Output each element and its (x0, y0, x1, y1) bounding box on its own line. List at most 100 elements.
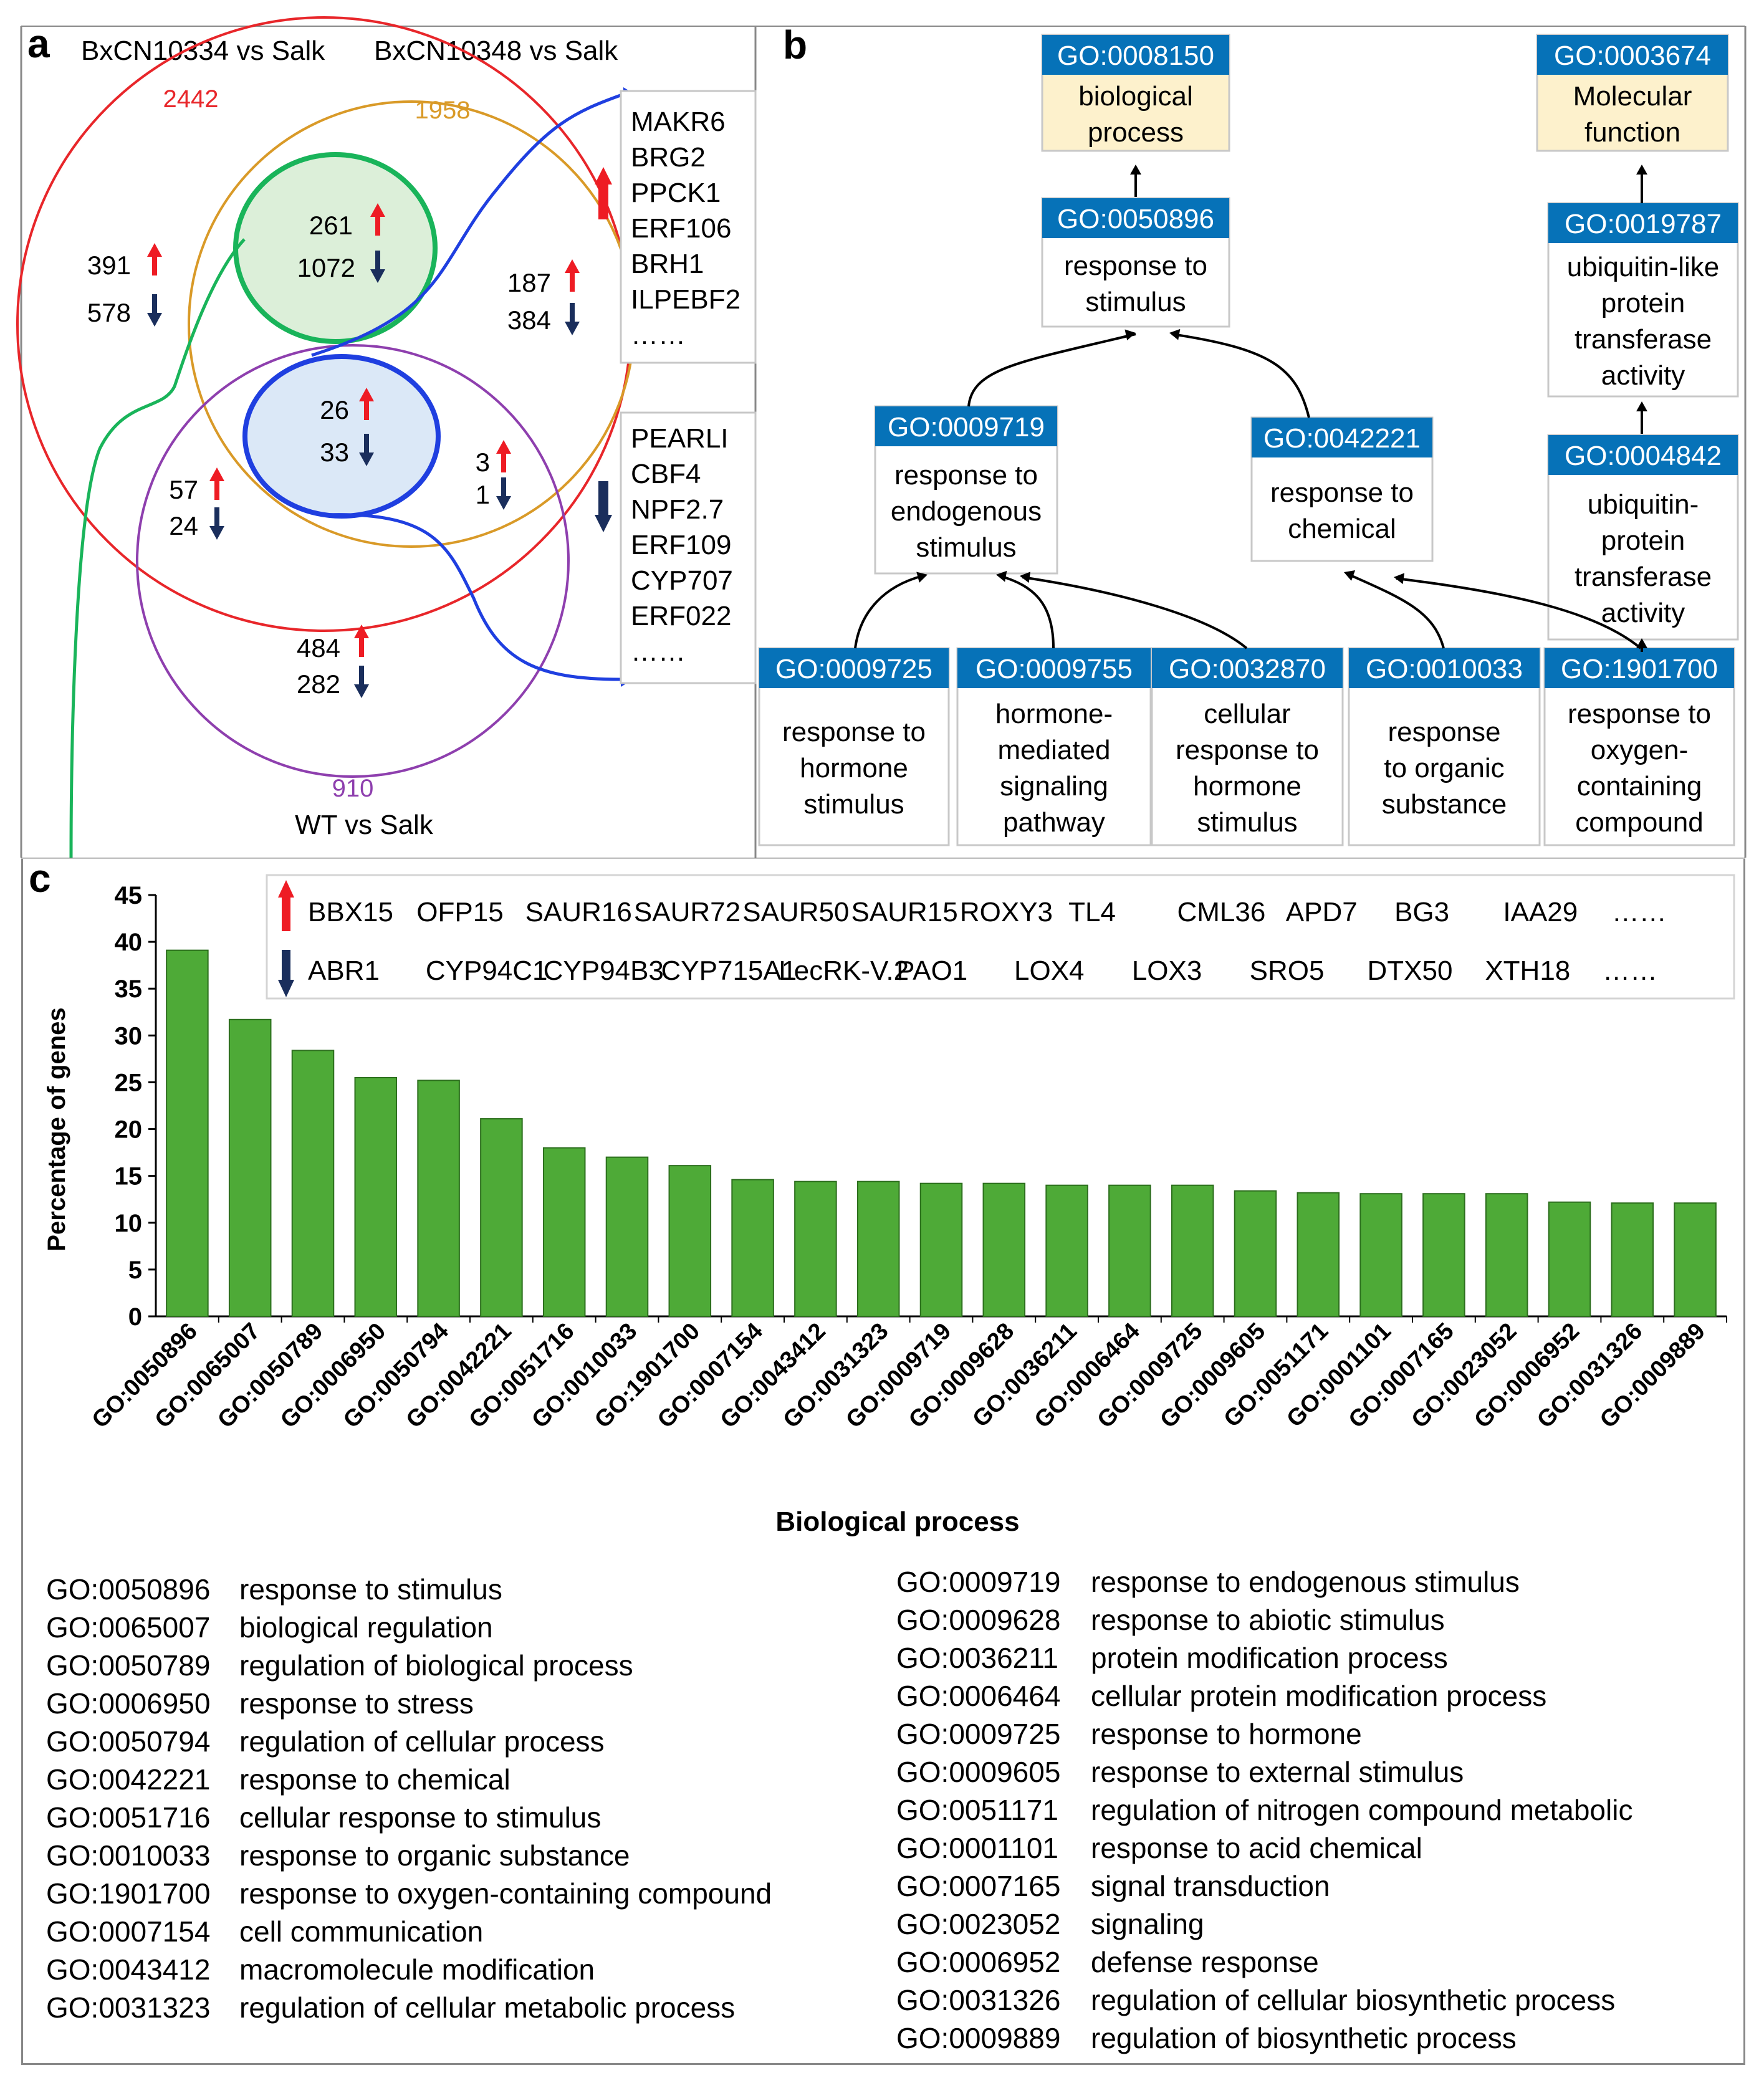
go-id: GO:0010033 (1366, 654, 1523, 684)
down-arrow-icon (147, 294, 162, 327)
go-description-id: GO:0043412 (46, 1953, 211, 1986)
legend-gene: IAA29 (1503, 897, 1578, 927)
go-description-id: GO:0051171 (896, 1794, 1059, 1826)
go-term-line: process (1088, 117, 1184, 148)
go-term-line: response (1388, 717, 1500, 747)
go-description-id: GO:0042221 (46, 1763, 211, 1796)
bar-GO-0001101 (1359, 1193, 1402, 1317)
y-tick-label: 45 (115, 882, 143, 909)
legend-up-arrow-icon (278, 880, 294, 931)
bar-GO-0023052 (1485, 1193, 1528, 1317)
go-description-text: regulation of cellular process (239, 1725, 605, 1758)
count-2-3-up: 3 (476, 448, 490, 477)
bar-GO-0007165 (1422, 1193, 1465, 1317)
go-term-line: Molecular (1573, 81, 1692, 112)
go-term-line: activity (1601, 598, 1685, 628)
legend-gene: LecRK-V.2 (779, 955, 909, 986)
bar-GO-0031323 (856, 1180, 900, 1317)
count-all-down: 33 (320, 438, 349, 467)
gene-name: …… (631, 636, 686, 667)
up-arrow-icon (147, 243, 162, 275)
up-arrow-icon (209, 467, 224, 500)
count-1-2-down: 1072 (297, 253, 355, 282)
go-edge-head (1020, 572, 1031, 583)
y-tick-label: 30 (115, 1022, 143, 1050)
gene-name: BRH1 (631, 249, 704, 279)
go-edge-head (1124, 329, 1136, 341)
go-description-id: GO:0009725 (896, 1718, 1061, 1750)
legend-gene: DTX50 (1368, 955, 1453, 986)
legend-gene: …… (1612, 897, 1667, 927)
connector-panel-c (69, 238, 246, 858)
go-description-text: response to stimulus (239, 1573, 502, 1606)
bar-GO-0042221 (480, 1118, 523, 1317)
go-term-line: response to (782, 717, 926, 747)
count-1-only-up: 391 (87, 251, 131, 280)
go-description-text: regulation of cellular biosynthetic proc… (1091, 1984, 1616, 2016)
legend-gene: OFP15 (416, 897, 503, 927)
gene-name: PEARLI (631, 423, 729, 454)
bar-GO-0007154 (731, 1179, 774, 1317)
legend-gene: …… (1603, 955, 1657, 986)
go-description-id: GO:0051716 (46, 1801, 211, 1834)
go-id-header (875, 406, 1057, 446)
legend-gene: BG3 (1394, 897, 1449, 927)
go-id: GO:0004842 (1565, 441, 1722, 471)
go-description-text: cell communication (239, 1915, 484, 1948)
big-up-arrow-icon (595, 167, 612, 219)
go-term-line: signaling (1000, 771, 1108, 802)
go-id-header (1152, 648, 1343, 688)
gene-name: ERF109 (631, 530, 731, 560)
legend-gene: CYP715A1 (661, 955, 797, 986)
go-tree: GO:0008150biologicalprocessGO:0003674Mol… (758, 34, 1739, 846)
legend-gene: CYP94B3 (544, 955, 664, 986)
go-description-text: regulation of biological process (239, 1649, 633, 1682)
y-tick-label: 25 (115, 1069, 143, 1096)
legend-down-arrow-icon (278, 950, 294, 997)
count-1-only-down: 578 (87, 298, 131, 327)
ellipse-shared-1-2 (233, 152, 438, 344)
go-term-line: stimulus (916, 532, 1016, 563)
go-id: GO:0050896 (1057, 204, 1214, 234)
right-border-c (1743, 859, 1745, 2064)
go-edge-head (916, 572, 928, 583)
count-all-up: 26 (320, 395, 349, 424)
legend-gene: PAO1 (896, 955, 967, 986)
bar-GO-0006952 (1548, 1201, 1591, 1317)
legend-gene: SRO5 (1250, 955, 1325, 986)
go-id: GO:0009755 (975, 654, 1133, 684)
go-id: GO:0003674 (1554, 41, 1711, 71)
legend-gene: LOX3 (1132, 955, 1202, 986)
count-3-only-down: 282 (297, 669, 340, 699)
down-arrow-icon (565, 303, 580, 335)
chart-ylabel: Percentage of genes (43, 1007, 70, 1251)
count-1-3-up: 57 (169, 475, 198, 504)
count-1-2-up: 261 (309, 211, 353, 240)
go-description-id: GO:0009605 (896, 1756, 1061, 1788)
count-1-3-down: 24 (169, 511, 198, 540)
go-edge-head (1344, 570, 1356, 581)
go-id-header (1545, 648, 1734, 688)
go-tree-edges (854, 165, 1647, 652)
bar-GO-0050896 (166, 949, 209, 1317)
count-2-only-down: 384 (507, 305, 551, 335)
go-term-line: stimulus (803, 789, 904, 820)
go-id-header (1252, 418, 1432, 457)
y-tick-label: 15 (115, 1163, 143, 1190)
legend-gene: SAUR15 (851, 897, 958, 927)
go-term-line: activity (1601, 360, 1685, 391)
go-description-id: GO:0031326 (896, 1984, 1061, 2016)
up-arrow-icon (496, 440, 511, 472)
go-description-id: GO:0006950 (46, 1687, 211, 1720)
bar-GO-0006464 (1108, 1184, 1151, 1318)
go-description-row: GO:0031326 regulation of cellular biosynt… (896, 1981, 1632, 2019)
go-description-id: GO:0007165 (896, 1870, 1061, 1902)
legend-gene: CML36 (1177, 897, 1265, 927)
